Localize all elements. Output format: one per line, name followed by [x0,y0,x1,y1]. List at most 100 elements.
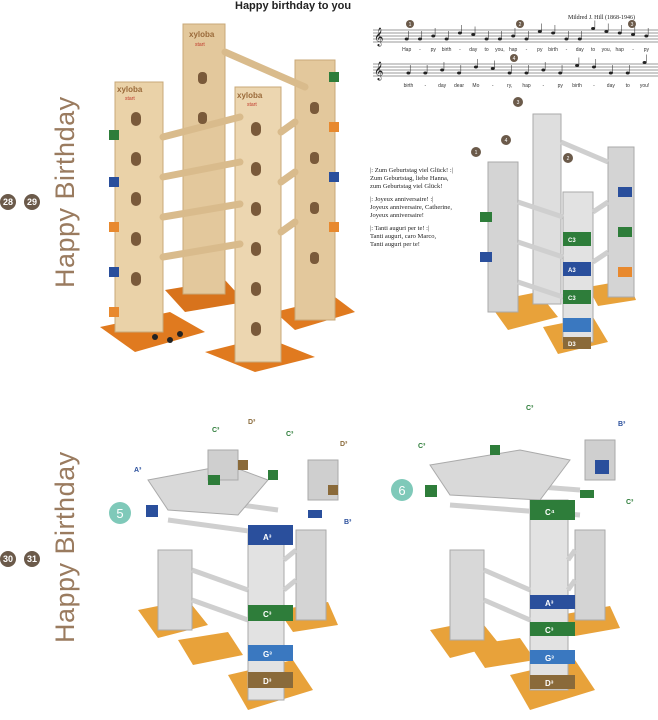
note-head [471,33,476,36]
diagram-step-6: C⁴ A³ C³ G³ D³ C³ C³ B³ C³ 6 [391,405,634,710]
note-head [642,61,647,64]
lyric-syllable: Hap [402,47,411,53]
lyric-syllable: to [591,47,595,53]
lyric-syllable: day [607,83,616,89]
svg-text:𝄞: 𝄞 [374,28,383,47]
note-head [457,31,462,35]
step-5-badge: 5 [116,506,123,521]
lyric-syllable: - [419,47,421,53]
step6-bar-d3: D³ [545,679,554,688]
lyric-syllable: ry, [507,83,512,89]
step5-label-b3: B³ [344,519,352,526]
note-head [577,37,582,41]
step5-label-d3b: D³ [340,441,348,448]
wood-tower-right [294,59,336,321]
top-note-d3: D3 [568,342,576,348]
top-note-c3: C3 [568,238,576,244]
note-head [507,71,512,75]
lyric-syllable: py [431,47,437,53]
note-head [617,31,622,35]
note-head [541,68,546,72]
lyric-syllable: py [644,47,650,53]
step6-label-c3c: C³ [626,499,634,506]
step6-bar-c3: C³ [545,626,554,635]
step5-label-a3: A³ [134,467,142,474]
step5-bar-d3: D³ [263,677,272,686]
note-head [604,30,609,33]
page-title-bottom: Happy Birthday [50,451,80,643]
note-head [591,27,596,30]
step5-label-c3a: C³ [212,427,220,434]
note-head [457,71,462,75]
note-head [440,68,445,72]
lyric-syllable: hap [616,47,625,53]
lyrics-french: |: Joyeux anniversaire! :|Joyeux anniver… [370,196,452,219]
lyric-syllable: py [537,47,543,53]
diagram-top-right: C3 A3 C3 D3 1 2 3 4 [471,97,636,354]
song-title: Happy birthday to you [235,0,352,12]
lyric-syllable: to [484,47,488,53]
lyric-syllable: to [626,83,630,89]
top-marker-3: 3 [517,100,520,106]
note-head [537,30,542,33]
lyric-syllable: day [576,47,585,53]
lyric-syllable: - [566,47,568,53]
lyric-syllable: hap [509,47,518,53]
top-marker-2: 2 [567,156,570,162]
notes-row-1 [404,20,649,41]
lyric-syllable: day [438,83,447,89]
step5-label-d3a: D³ [248,419,256,426]
lyrics-german: |: Zum Geburtstag viel Glück! :|Zum Gebu… [370,167,453,190]
note-head [484,37,489,41]
lyric-syllable: - [526,47,528,53]
top-note-a3: A3 [568,268,576,274]
lyric-syllable: - [424,83,426,89]
marble-run-photo: xyloba xyloba xyloba start start start [100,23,355,372]
start-label-2: start [125,96,135,102]
note-head [431,34,436,38]
lyrics-italian: |: Tanti auguri per te! :|Tanti auguri, … [370,225,437,248]
step5-bar-c3: C³ [263,610,272,619]
top-marker-1: 1 [475,150,478,156]
marker-4: 4 [513,56,516,62]
note-head [575,64,580,67]
step6-bar-g3: G³ [545,654,554,663]
step6-label-b3: B³ [618,421,626,428]
lyric-syllable: hap [522,83,531,89]
note-head [524,37,529,41]
lyric-syllable: dear [454,83,464,89]
step6-bar-a3: A³ [545,599,554,608]
note-head [444,37,449,41]
song-markers: 1 2 3 4 [406,20,636,62]
lyric-syllable: you! [640,83,649,89]
staff-2 [373,63,658,77]
marker-1: 1 [409,22,412,28]
lyric-syllable: - [632,47,634,53]
lyric-syllable: - [459,47,461,53]
diagram-step-5: A³ C³ G³ D³ C³ D³ C³ D³ A³ B³ 5 [109,419,352,710]
lyric-syllable: you, [495,47,504,53]
note-head [406,71,411,75]
lyric-syllable: py [558,83,564,89]
xyloba-logo-2: xyloba [117,85,143,94]
lyric-syllable: you, [602,47,611,53]
note-head [473,65,478,69]
step5-bar-a3: A³ [263,533,272,542]
step6-bar-c4: C⁴ [545,508,555,517]
note-head [490,67,495,70]
marker-3: 3 [631,22,634,28]
note-head [551,31,556,35]
lyric-syllable: Mo [472,83,479,89]
lyric-syllable: birth [442,47,452,53]
lyric-syllable: - [543,83,545,89]
notes-row-2 [406,54,647,75]
step6-label-c3a: C³ [418,443,426,450]
start-label-3: start [247,102,257,108]
note-head [591,65,596,69]
top-note-c3b: C3 [568,296,576,302]
staff-1 [373,29,658,43]
xyloba-logo-3: xyloba [237,91,263,100]
page-number-29: 29 [24,194,40,210]
